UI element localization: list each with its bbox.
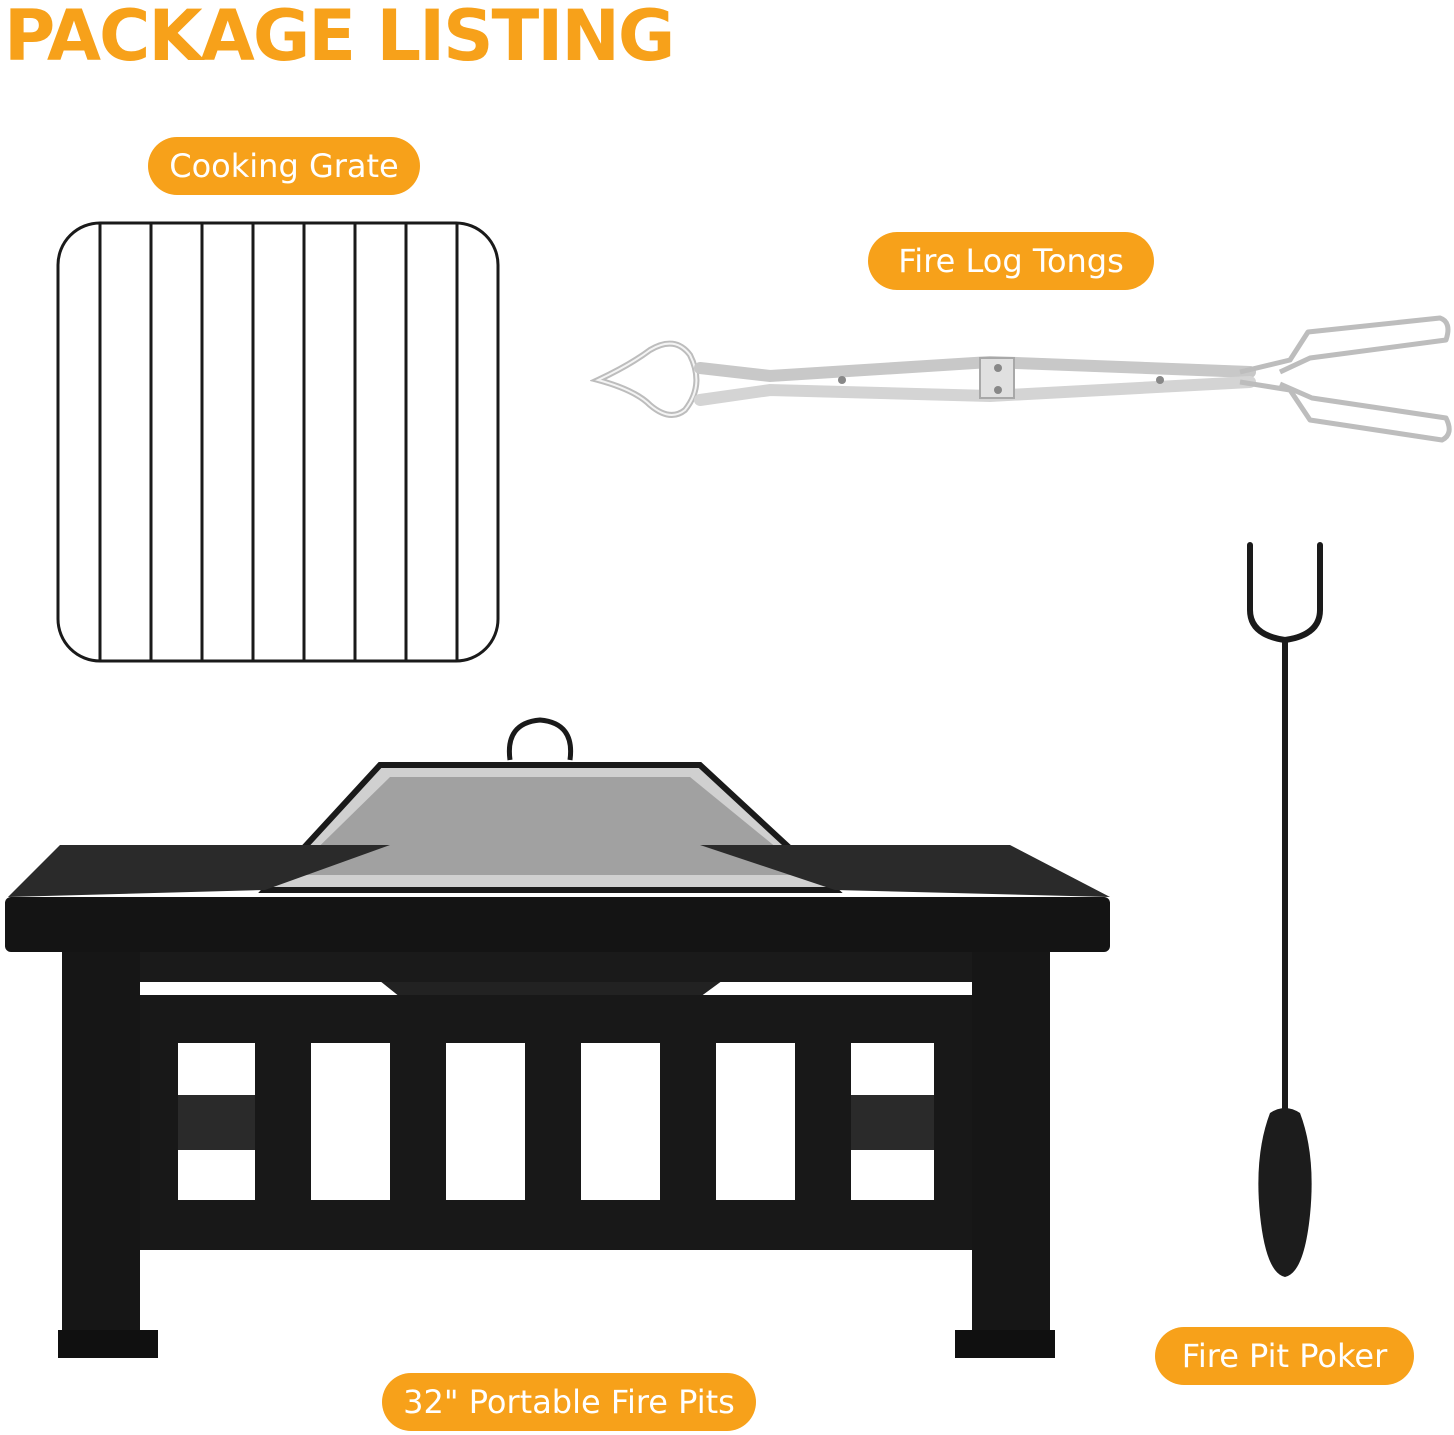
fire-log-tongs-icon (590, 315, 1452, 443)
cooking-grate-icon (56, 221, 500, 663)
cooking-grate-label: Cooking Grate (148, 137, 420, 195)
fire-pit-label: 32" Portable Fire Pits (382, 1373, 756, 1431)
fire-pit-poker-label: Fire Pit Poker (1155, 1327, 1414, 1385)
page-title: PACKAGE LISTING (4, 0, 675, 77)
fire-log-tongs-label: Fire Log Tongs (868, 232, 1154, 290)
fire-pit-icon (5, 717, 1110, 1358)
fire-pit-poker-icon (1247, 542, 1323, 1277)
